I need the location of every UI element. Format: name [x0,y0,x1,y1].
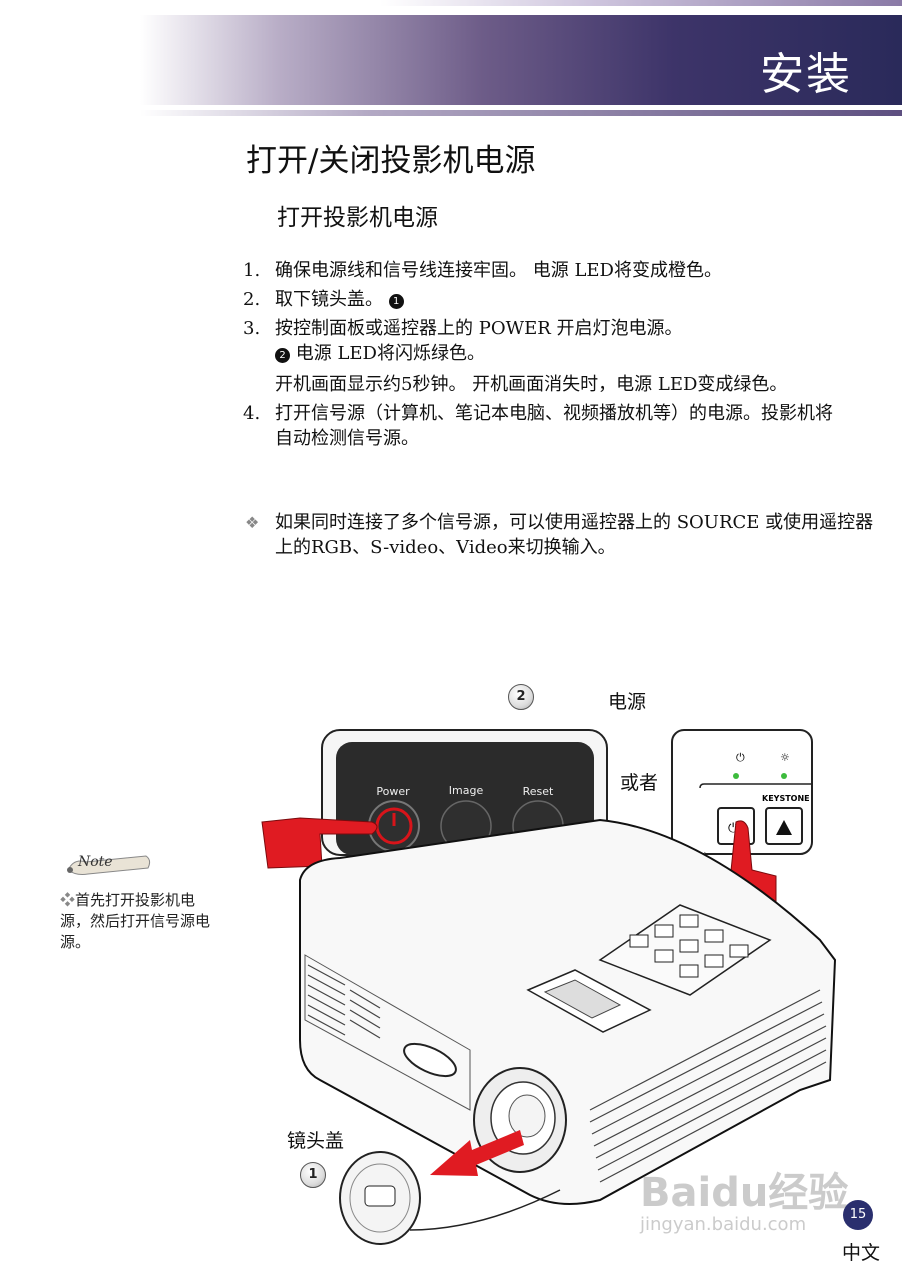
callout-badge: 2 [275,348,290,363]
note-text: ❖首先打开投影机电源，然后打开信号源电源。 [60,890,220,953]
baidu-watermark: Baidu经验 jingyan.baidu.com [640,1160,848,1235]
keystone-label: KEYSTONE [762,794,810,803]
step-extra-text: 开机画面显示约5秒钟。 开机画面消失时，电源 LED变成绿色。 [275,374,788,395]
language-label: 中文 [842,1242,881,1264]
list-item: 3. 按控制面板或遥控器上的 POWER 开启灯泡电源。 2 电源 LED将闪烁… [243,316,843,397]
note-scroll-icon: Note [67,854,151,875]
steps-list: 1. 确保电源线和信号线连接牢固。 电源 LED将变成橙色。 2. 取下镜头盖。… [243,258,843,455]
step-number: 1. [243,260,261,281]
list-item: 2. 取下镜头盖。 1 [243,287,843,312]
step-number: 2. [243,289,261,310]
step-text: 按控制面板或遥控器上的 POWER 开启灯泡电源。 [275,318,683,339]
tip-paragraph: ❖ 如果同时连接了多个信号源，可以使用遥控器上的 SOURCE 或使用遥控器上的… [243,510,875,560]
header-band [140,15,902,105]
watermark-url: jingyan.baidu.com [640,1214,807,1235]
page-title: 打开/关闭投影机电源 [246,143,536,179]
power-label: 电源 [608,691,647,713]
header-top-stripe [380,0,902,6]
lens-cap-label: 镜头盖 [287,1130,345,1152]
panel-label-reset: Reset [523,785,554,798]
watermark-brand: Baidu经验 [640,1170,849,1216]
section-title: 安装 [760,49,852,100]
projector-illustration: Power Image Reset ⏻ ☼ KEYSTONE ⏻ [261,729,837,1245]
note-bullet-icon: ❖ [60,891,76,909]
note-body: 首先打开投影机电源，然后打开信号源电源。 [60,891,211,951]
diamond-bullet-icon: ❖ [245,513,260,532]
svg-text:⏻: ⏻ [728,821,738,836]
step-number: 3. [243,318,261,339]
panel-label-image: Image [449,784,484,797]
panel-label-power: Power [376,785,410,798]
callout-badge: 1 [388,294,404,309]
step-text-line2: 电源 LED将闪烁绿色。 [295,343,485,364]
svg-text:☼: ☼ [780,751,790,764]
list-item: 4. 打开信号源（计算机、笔记本电脑、视频播放机等）的电源。投影机将自动检测信号… [243,401,843,451]
header-underline [140,110,902,116]
callout-1-circle: 1 [300,1162,326,1188]
step-text: 打开信号源（计算机、笔记本电脑、视频播放机等）的电源。投影机将自动检测信号源。 [275,403,833,449]
page-number-badge: 15 [843,1200,873,1230]
list-item: 1. 确保电源线和信号线连接牢固。 电源 LED将变成橙色。 [243,258,843,283]
or-label: 或者 [620,772,659,794]
step-text: 取下镜头盖。 [275,289,383,310]
note-title-text: Note [77,854,113,870]
page-subtitle: 打开投影机电源 [277,205,438,231]
step-number: 4. [243,403,261,424]
step-text: 确保电源线和信号线连接牢固。 电源 LED将变成橙色。 [275,260,722,281]
svg-text:⏻: ⏻ [736,751,745,764]
callout-2-circle: 2 [508,684,534,710]
tip-text: 如果同时连接了多个信号源，可以使用遥控器上的 SOURCE 或使用遥控器上的RG… [275,512,874,558]
